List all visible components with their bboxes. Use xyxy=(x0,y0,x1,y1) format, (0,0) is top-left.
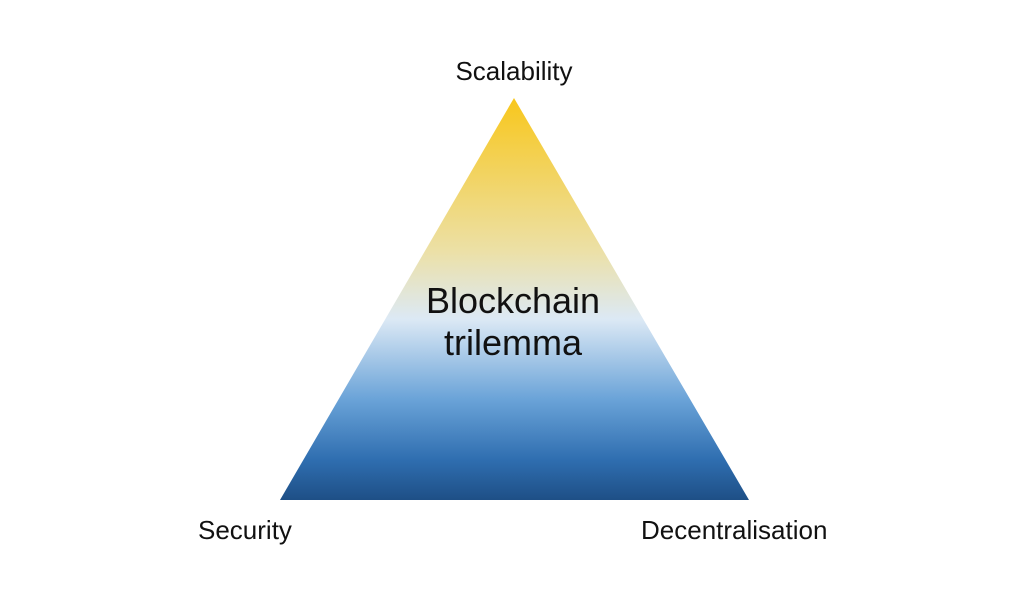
trilemma-triangle xyxy=(280,98,749,500)
vertex-label-scalability: Scalability xyxy=(455,56,573,86)
vertex-label-security: Security xyxy=(198,515,292,545)
center-title: Blockchain trilemma xyxy=(426,280,600,364)
center-title-line-2: trilemma xyxy=(443,322,582,363)
center-title-line-1: Blockchain xyxy=(425,280,601,321)
vertex-label-decentralisation: Decentralisation xyxy=(641,515,828,545)
